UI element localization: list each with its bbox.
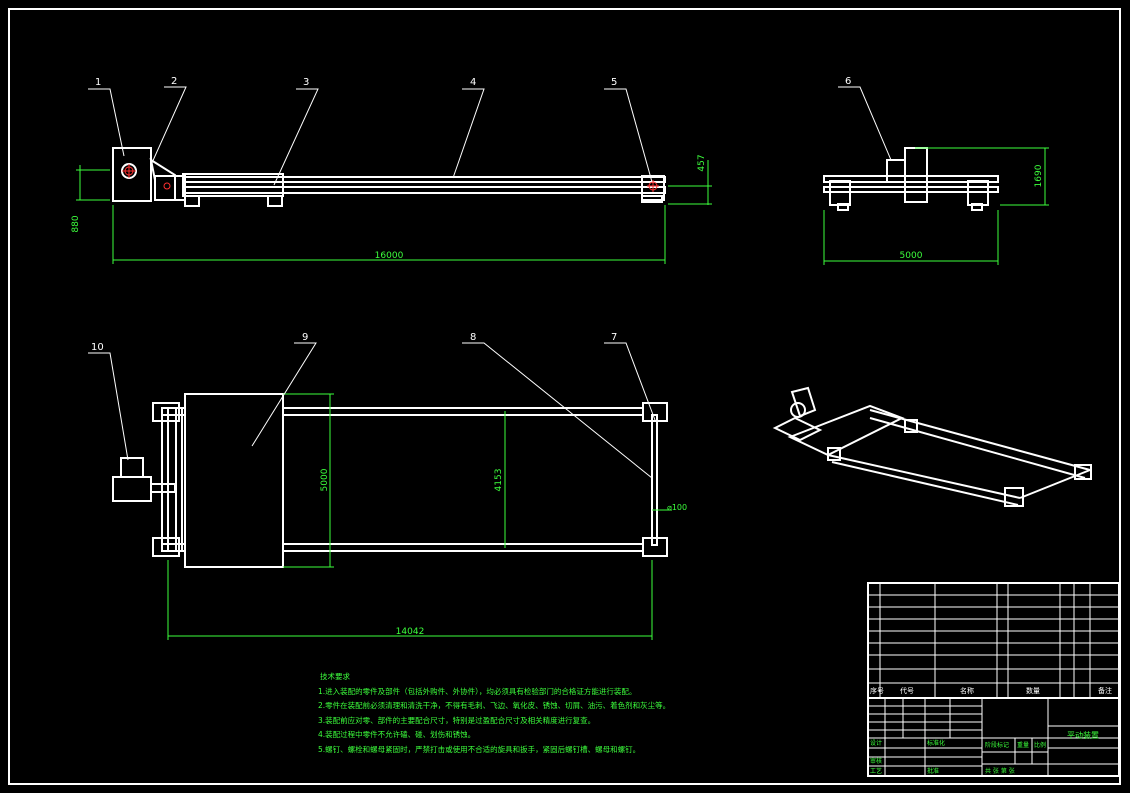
dim-front-height: 880 (71, 215, 81, 232)
top-platform (184, 393, 284, 568)
top-dimensions (167, 393, 672, 640)
drawing-title: 平动装置 (1067, 730, 1099, 740)
role-review: 审核 (870, 757, 882, 765)
dim-front-rail-height: 457 (697, 154, 707, 171)
stage-label: 阶段标记 (985, 741, 1009, 749)
bom-code-header: 代号 (900, 686, 914, 695)
isometric-view (772, 386, 1092, 507)
balloon-1: 1 (95, 77, 101, 88)
front-wheel-left (184, 195, 200, 207)
sheet-border (8, 8, 1121, 785)
balloon-6: 6 (845, 76, 851, 87)
front-dimensions (76, 160, 712, 264)
dim-side-width: 5000 (900, 251, 923, 261)
balloon-9: 9 (302, 332, 308, 343)
sheet-label: 共 张 第 张 (985, 767, 1015, 775)
note-item: 2.零件在装配前必须清理和清洗干净，不得有毛刺、飞边、氧化皮、锈蚀、切屑、油污、… (318, 701, 671, 710)
front-drive-box (112, 147, 152, 202)
front-center-marks (122, 164, 659, 192)
side-view (823, 147, 999, 211)
role-approve: 批准 (927, 767, 939, 775)
bom-name-header: 名称 (960, 686, 974, 695)
scale-label: 比例 (1034, 741, 1046, 749)
front-wheel-mid (267, 195, 283, 207)
balloon-10: 10 (91, 342, 104, 353)
leaders-top (88, 342, 656, 479)
bom-seq-header: 序号 (870, 686, 884, 695)
role-standard: 标准化 (927, 739, 945, 747)
leaders-front (88, 86, 892, 186)
dim-front-length: 16000 (375, 251, 404, 261)
dim-top-width: 5000 (320, 468, 330, 491)
top-drive-unit (112, 476, 152, 502)
dim-top-inner: 4153 (494, 469, 504, 492)
top-view (112, 393, 668, 568)
bom-remark-header: 备注 (1098, 686, 1112, 695)
front-frame-left (182, 173, 284, 197)
front-end-block (641, 175, 665, 201)
weight-label: 重量 (1017, 741, 1029, 749)
side-dimensions (823, 147, 1049, 265)
note-item: 1.进入装配的零件及部件（包括外购件、外协件），均必须具有检验部门的合格证方能进… (318, 686, 637, 696)
front-view (112, 147, 666, 207)
front-rail-bottom (182, 186, 666, 194)
note-item: 5.螺钉、螺栓和螺母紧固时，严禁打击或使用不合适的旋具和扳手，紧固后螺钉槽、螺母… (318, 744, 641, 754)
technical-notes: 技术要求 1.进入装配的零件及部件（包括外购件、外协件），均必须具有检验部门的合… (318, 670, 670, 757)
note-item: 3.装配前应对零、部件的主要配合尺寸，特别是过盈配合尺寸及相关精度进行复查。 (318, 715, 596, 725)
front-rail-top (182, 176, 666, 183)
role-process: 工艺 (870, 767, 882, 775)
balloon-4: 4 (470, 77, 476, 88)
balloon-5: 5 (611, 77, 617, 88)
balloon-8: 8 (470, 332, 476, 343)
notes-title: 技术要求 (320, 672, 350, 681)
balloon-3: 3 (303, 77, 309, 88)
note-item: 4.装配过程中零件不允许磕、碰、划伤和锈蚀。 (318, 730, 476, 739)
dim-wheel-dia: ⌀100 (667, 503, 687, 512)
balloon-7: 7 (611, 332, 617, 343)
front-carriage (154, 175, 186, 201)
title-block-lines (867, 582, 1120, 777)
dim-side-height: 1690 (1034, 164, 1044, 187)
bom-qty-header: 数量 (1026, 686, 1040, 695)
dim-top-length: 14042 (396, 627, 425, 637)
balloon-2: 2 (171, 76, 177, 87)
role-design: 设计 (870, 739, 882, 747)
front-wheel-right (641, 195, 663, 203)
